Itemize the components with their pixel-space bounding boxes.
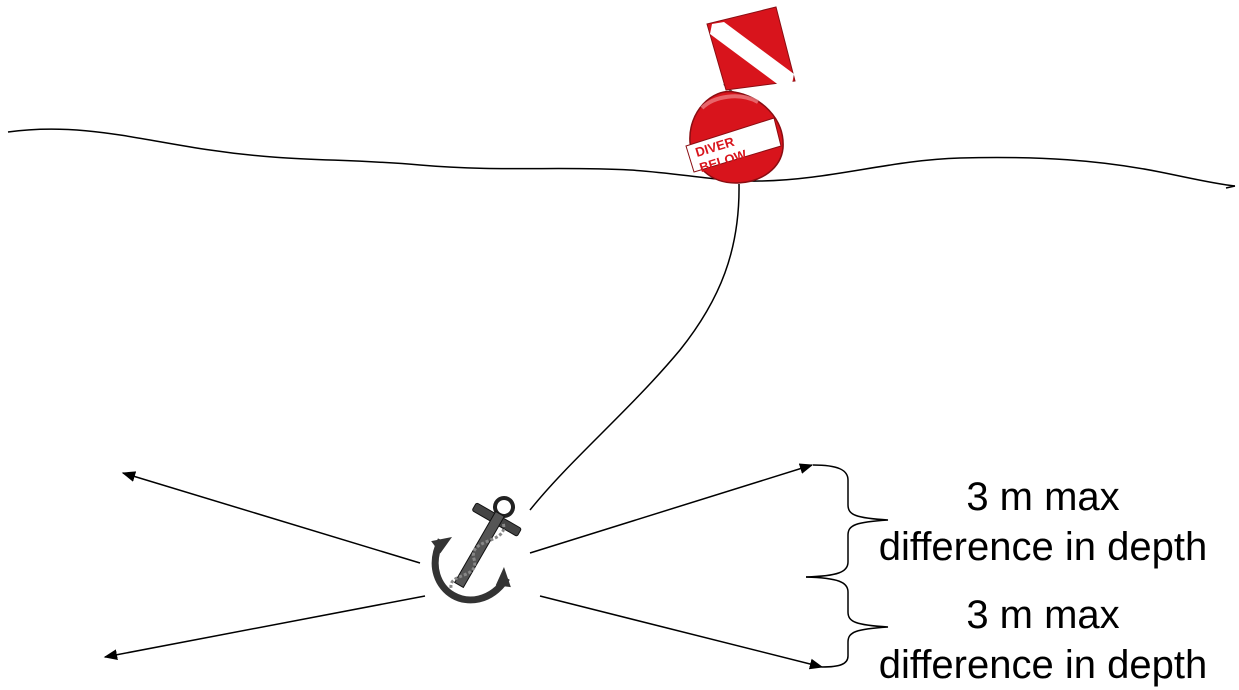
upper-depth-brace <box>805 464 889 578</box>
arrow-lower-left <box>103 595 426 661</box>
anchor-rope-line <box>529 183 740 511</box>
water-surface-end-tick <box>1225 185 1236 189</box>
anchor-icon <box>431 495 522 604</box>
lower-depth-label: 3 m max difference in depth <box>858 590 1228 690</box>
diver-below-buoy-icon: DIVER BELOW <box>685 90 784 184</box>
upper-depth-label: 3 m max difference in depth <box>858 472 1228 572</box>
arrow-upper-right <box>529 463 814 554</box>
lower-depth-label-line2: difference in depth <box>878 643 1208 687</box>
water-surface-line <box>7 128 1236 187</box>
arrow-upper-left <box>121 471 421 564</box>
upper-depth-label-line1: 3 m max <box>966 475 1120 519</box>
lower-depth-brace <box>805 576 889 668</box>
lower-depth-label-line1: 3 m max <box>966 593 1120 637</box>
upper-depth-label-line2: difference in depth <box>878 525 1208 569</box>
arrow-lower-right <box>539 595 824 670</box>
diver-down-flag-icon <box>706 6 796 101</box>
